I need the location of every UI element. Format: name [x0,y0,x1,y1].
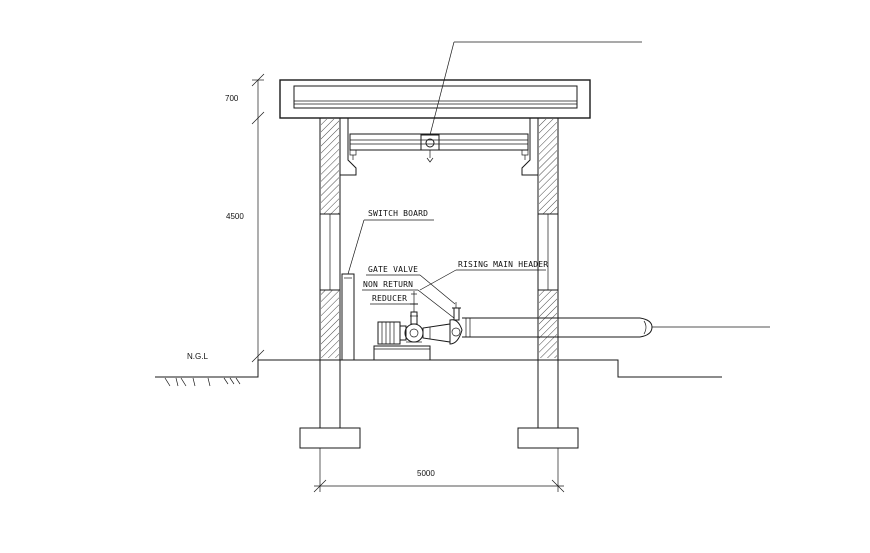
switch-board-leader [347,219,434,275]
pump-plinth [373,345,431,361]
ngl-label: N.G.L [187,352,208,361]
gate-valve [452,302,461,321]
motor [377,321,407,345]
non-return-leader [362,289,455,319]
reducer-label: REDUCER [372,294,407,303]
pump [404,291,424,343]
hoist-trolley [420,41,642,163]
right-wall [521,117,559,361]
reducer [422,323,451,343]
right-foundation [517,360,579,449]
ground-line [155,359,722,387]
gate-valve-leader [366,274,456,305]
gate-valve-label: GATE VALVE [368,265,418,274]
non-return-label: NON RETURN [363,280,413,289]
wall-height-dimension-label: 4500 [226,212,244,221]
switch-board-label: SWITCH BOARD [368,209,428,218]
left-foundation [299,360,361,449]
rising-main-pipe [462,317,770,338]
roof-slab [279,79,591,119]
roof-dimension-label: 700 [225,94,239,103]
rising-main-header-label: RISING MAIN HEADER [458,260,548,269]
horizontal-dimension-line [313,448,565,493]
vertical-dimension-line [251,73,265,362]
non-return-valve [449,319,463,345]
switch-board [341,273,355,361]
width-dimension-label: 5000 [417,469,435,478]
rising-main-leader [419,269,546,291]
left-wall [319,117,357,361]
